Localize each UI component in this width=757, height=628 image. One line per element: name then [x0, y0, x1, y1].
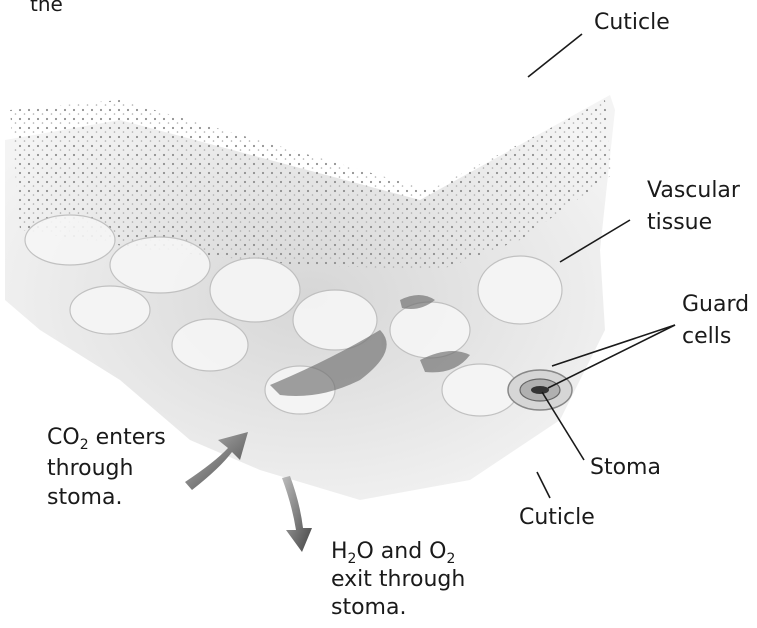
h2o-h-text: H	[331, 539, 348, 564]
h2o-o2-arrow	[282, 476, 312, 552]
label-h2o-line3: stoma.	[331, 595, 406, 621]
label-h2o-line1: H2O and O2	[331, 539, 455, 565]
label-vascular-line1: Vascular	[647, 178, 740, 204]
top-text-fragment: the	[30, 0, 63, 16]
label-guard-line1: Guard	[682, 292, 749, 318]
label-co2-line1: CO2 enters	[47, 425, 166, 451]
stoma-structure	[508, 370, 572, 410]
co2-enters-text: enters	[89, 425, 166, 450]
leader-cuticle-bottom	[537, 472, 550, 498]
o2-subscript: 2	[446, 551, 455, 567]
h2o-mid-text: O and O	[356, 539, 446, 564]
label-stoma: Stoma	[590, 455, 661, 481]
label-cuticle-top: Cuticle	[594, 10, 670, 36]
label-cuticle-bottom: Cuticle	[519, 505, 595, 531]
label-h2o-line2: exit through	[331, 567, 465, 593]
label-guard-line2: cells	[682, 324, 731, 350]
label-co2-line3: stoma.	[47, 485, 122, 511]
co2-text: CO	[47, 425, 80, 450]
leader-cuticle-top	[528, 34, 582, 77]
label-vascular-line2: tissue	[647, 210, 712, 236]
label-co2-line2: through	[47, 456, 133, 482]
co2-subscript: 2	[80, 437, 89, 453]
